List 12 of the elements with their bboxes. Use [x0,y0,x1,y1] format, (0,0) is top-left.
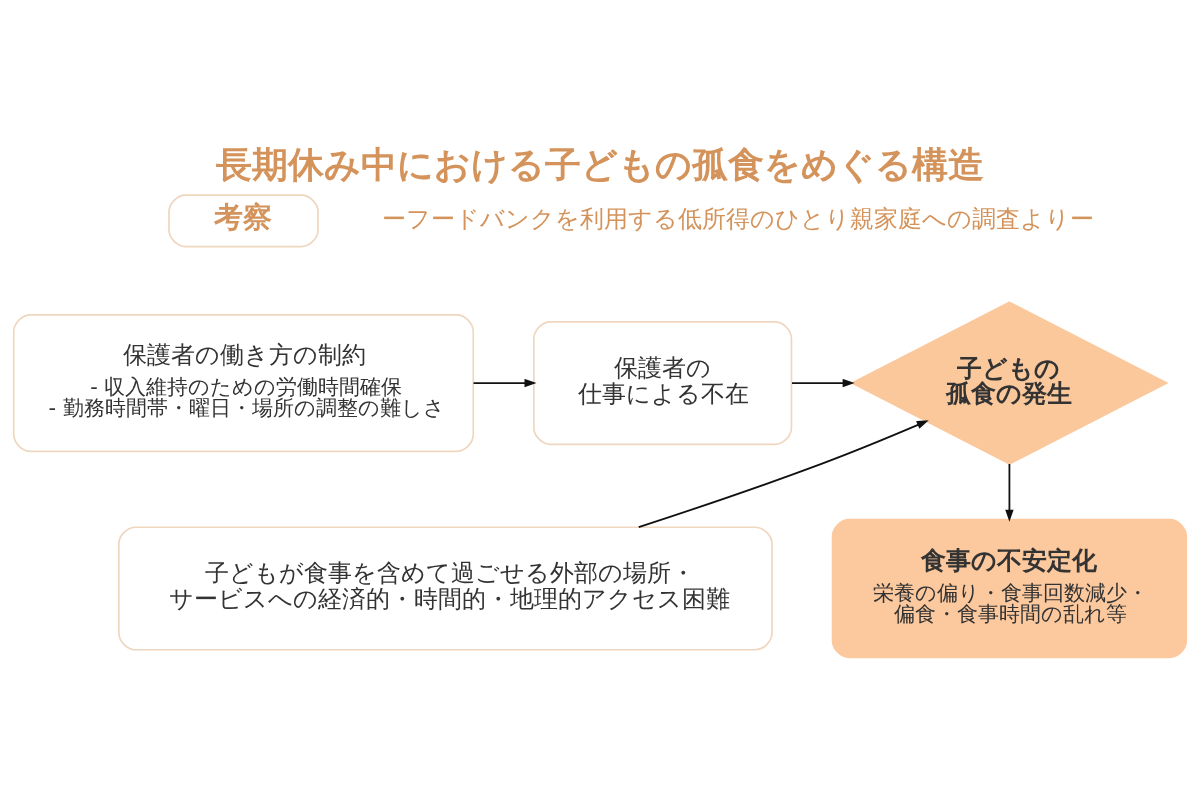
arrow [637,419,929,528]
diagram-title: 長期休み中における子どもの孤食をめぐる構造 [215,142,984,186]
node-box: 子どもが食事を含めて過ごせる外部の場所・サービスへの経済的・時間的・地理的アクセス困難 [118,525,773,651]
arrow [1005,462,1014,522]
label: ーフードバンクを利用する低所得のひとり親家庭への調査よりー [381,204,1094,233]
node-box: 食事の不安定化 栄養の偏り・食事回数減少・偏食・食事時間の乱れ等 [831,518,1188,658]
node-box: 考察 [168,193,319,247]
node-diamond: 子どもの孤食の発生 [850,300,1169,465]
node-box: 保護者の働き方の制約 - 収入維持のための労働時間確保 - 勤務時間帯・曜日・場所の調整の難しさ [12,313,475,452]
node-box: 保護者の仕事による不在 [533,320,793,445]
arrow [472,378,537,387]
arrow [791,378,855,387]
